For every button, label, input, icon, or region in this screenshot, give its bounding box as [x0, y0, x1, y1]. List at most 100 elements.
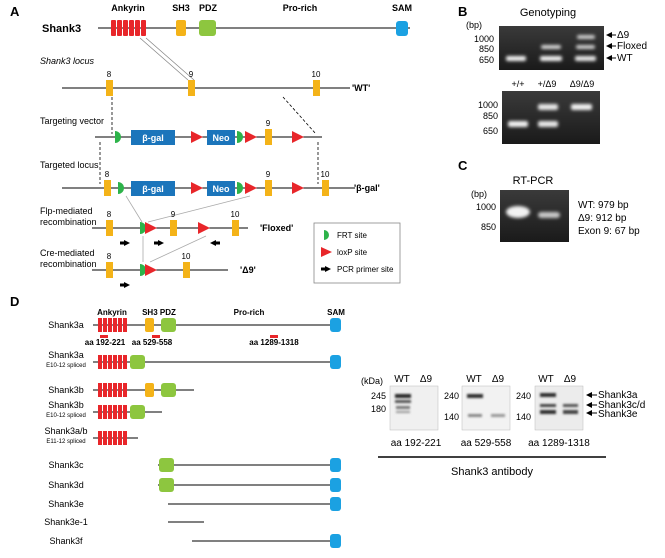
allele-floxed-label: 'Floxed': [260, 223, 293, 233]
d-domain-ankyrin: Ankyrin: [97, 308, 127, 317]
blot1-lane-wt: WT: [394, 374, 410, 385]
isoform-label: Shank3e-1: [44, 517, 88, 527]
row-targeted-label: Targeted locus: [40, 160, 99, 170]
panel-c-letter: C: [458, 158, 468, 173]
floxed-exon10: 10: [231, 210, 240, 219]
isoform-row-shank3a: Shank3a aa 192-221 aa 529-558 aa 1289-13…: [48, 318, 341, 347]
genotyping-gel-2: [502, 91, 600, 144]
blot3-marker-140: 140: [516, 412, 531, 422]
isoform-label: Shank3a/b: [44, 426, 87, 436]
isoform-sublabel: E11-12 spliced: [46, 439, 85, 445]
d9-exon10: 10: [182, 252, 191, 261]
western-blots: (kDa) WT Δ9 245 180 aa 192-221 WT Δ9 240…: [361, 374, 645, 478]
legend-frt: FRT site: [337, 231, 367, 240]
isoform-row-shank3c: Shank3c: [48, 458, 341, 472]
gel1-marker-650: 650: [479, 55, 494, 65]
isoform-sublabel: E10-12 spliced: [46, 413, 86, 419]
targeted-bgal: β-gal: [142, 184, 164, 194]
lane-hom: Δ9/Δ9: [570, 79, 595, 89]
gel2-marker-650: 650: [483, 126, 498, 136]
blot3-caption: aa 1289-1318: [528, 438, 590, 449]
isoform-row-shank3b-e10-12: Shank3b E10-12 spliced: [46, 400, 162, 419]
panel-c: C RT-PCR (bp) 1000 850 WT: 979 bp Δ9: 91…: [458, 158, 640, 242]
blot3-marker-240: 240: [516, 391, 531, 401]
rtpcr-marker-850: 850: [481, 222, 496, 232]
rtpcr-unit: (bp): [471, 189, 487, 199]
isoform-label: Shank3a: [48, 320, 84, 330]
panel-a-letter: A: [10, 4, 20, 19]
blot1-marker-180: 180: [371, 404, 386, 414]
isoform-label: Shank3b: [48, 385, 84, 395]
panel-b: B Genotyping (bp) 1000 850 650 Δ9 Floxed…: [458, 4, 647, 144]
vector-exon9: 9: [266, 119, 271, 128]
blot3-lane-wt: WT: [538, 374, 554, 385]
isoform-row-shank3ab-e11-12: Shank3a/b E11-12 spliced: [44, 426, 138, 445]
rtpcr-marker-1000: 1000: [476, 202, 496, 212]
vector-neo: Neo: [212, 133, 230, 143]
isoform-sublabel: E10-12 spliced: [46, 363, 86, 369]
genotyping-title: Genotyping: [520, 7, 576, 19]
sh3-domain: [176, 20, 186, 36]
blot-3: [534, 385, 584, 431]
rtpcr-note-wt: WT: 979 bp: [578, 200, 629, 211]
blot-band-shank3a: Shank3a: [598, 390, 638, 401]
targeted-exon9: 9: [266, 170, 271, 179]
gel1-unit: (bp): [466, 20, 482, 30]
pdz-domain: [199, 20, 216, 36]
d-domain-sam: SAM: [327, 308, 345, 317]
rtpcr-note-d9: Δ9: 912 bp: [578, 213, 627, 224]
gel1-marker-850: 850: [479, 44, 494, 54]
blot2-caption: aa 529-558: [461, 438, 512, 449]
blot2-marker-240: 240: [444, 391, 459, 401]
gel2-marker-1000: 1000: [478, 100, 498, 110]
blot2-lane-d9: Δ9: [492, 374, 505, 385]
isoform-row-shank3e-1: Shank3e-1: [44, 517, 204, 527]
ankyrin-repeats: [111, 20, 146, 36]
d9-exon8: 8: [107, 252, 112, 261]
blot1-caption: aa 192-221: [391, 438, 442, 449]
isoform-label: Shank3d: [48, 480, 84, 490]
panel-a: A Ankyrin SH3 PDZ Pro-rich SAM Shank3 Sh…: [10, 3, 412, 288]
targeted-exon10: 10: [321, 170, 330, 179]
panel-b-letter: B: [458, 4, 467, 19]
panel-d-letter: D: [10, 294, 19, 309]
row-locus-label: Shank3 locus: [40, 56, 95, 66]
domain-sh3-label: SH3: [172, 3, 190, 13]
panel-d: D Ankyrin SH3 PDZ Pro-rich SAM Shank3a a…: [10, 294, 645, 548]
row-cre-label-2: recombination: [40, 259, 97, 269]
epitope-1: aa 192-221: [85, 338, 126, 347]
blot-2: [461, 385, 511, 431]
legend-primer: PCR primer site: [337, 265, 394, 274]
blot1-marker-245: 245: [371, 391, 386, 401]
isoform-label: Shank3c: [48, 460, 84, 470]
sam-domain: [396, 21, 408, 36]
isoform-label: Shank3e: [48, 499, 84, 509]
gel1-marker-1000: 1000: [474, 34, 494, 44]
epitope-2: aa 529-558: [132, 338, 173, 347]
d-domain-prorich: Pro-rich: [234, 308, 265, 317]
domain-prorich-label: Pro-rich: [283, 3, 318, 13]
isoform-label: Shank3f: [49, 536, 83, 546]
isoform-row-shank3a-e10-12: Shank3a E10-12 spliced: [46, 350, 341, 369]
d-domain-sh3pdz: SH3 PDZ: [142, 308, 176, 317]
allele-wt-label: 'WT': [352, 83, 370, 93]
allele-bgal-label: 'β-gal': [354, 183, 380, 193]
rtpcr-title: RT-PCR: [513, 175, 554, 187]
blot-unit: (kDa): [361, 376, 383, 386]
floxed-exon9: 9: [171, 210, 176, 219]
domain-sam-label: SAM: [392, 3, 412, 13]
allele-d9-label: 'Δ9': [240, 265, 256, 275]
row-vector-label: Targeting vector: [40, 116, 104, 126]
blot2-lane-wt: WT: [466, 374, 482, 385]
isoform-row-shank3f: Shank3f: [49, 534, 341, 548]
isoform-row-shank3b: Shank3b: [48, 383, 194, 397]
targeted-neo: Neo: [212, 184, 230, 194]
blot-band-shank3e: Shank3e: [598, 409, 638, 420]
domain-pdz-label: PDZ: [199, 3, 218, 13]
targeted-exon8: 8: [105, 170, 110, 179]
blot3-lane-d9: Δ9: [564, 374, 577, 385]
gel2-marker-850: 850: [483, 111, 498, 121]
rtpcr-note-exon9: Exon 9: 67 bp: [578, 226, 640, 237]
band-d9-label: Δ9: [617, 30, 630, 41]
